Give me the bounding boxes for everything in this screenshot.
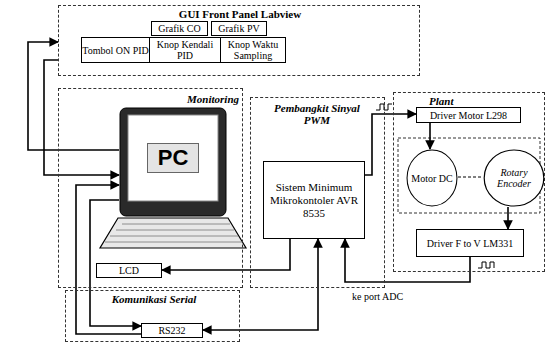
node-label: Knop Kendali PID <box>150 39 220 61</box>
f-to-v-driver-box: Driver F to V LM331 <box>416 229 524 257</box>
node-label: Motor DC <box>411 173 452 184</box>
node-label: Grafik PV <box>218 23 259 34</box>
laptop-keyboard <box>105 224 242 242</box>
node-label: RS232 <box>158 325 185 336</box>
group-title: Komunikasi Serial <box>104 293 204 305</box>
signal-arrow <box>203 239 318 330</box>
coupling-line <box>458 177 483 178</box>
node-label: Knop Waktu Sampling <box>221 39 285 61</box>
signal-arrow <box>429 123 431 149</box>
node-label: Driver F to V LM331 <box>427 238 513 249</box>
motor-driver-box: Driver Motor L298 <box>416 107 521 123</box>
node-label: Tombol ON PID <box>82 45 149 56</box>
node-label: Grafik CO <box>158 23 201 34</box>
signal-arrow <box>162 239 290 270</box>
signal-note: ke port ADC <box>351 291 404 302</box>
node-label: LCD <box>119 265 139 276</box>
laptop-base <box>100 218 246 248</box>
plant-group: PlantDriver Motor L298Motor DC Rotary Enc… <box>393 92 545 272</box>
control-knob: Knop Waktu Sampling <box>220 37 286 63</box>
pwm-group: Pembangkit Sinyal PWM Sistem Minimum Mikr… <box>250 97 385 288</box>
chart-box: Grafik CO <box>151 21 208 36</box>
microcontroller-box: Sistem Minimum Mikrokontoler AVR 8535 <box>263 161 365 239</box>
signal-arrow <box>365 114 416 175</box>
group-title: Monitoring <box>159 93 239 105</box>
group-title: Pembangkit Sinyal PWM <box>271 102 363 126</box>
lcd-box: LCD <box>96 263 162 278</box>
node-label: PC <box>147 143 200 173</box>
group-title: GUI Front Panel Labview <box>59 8 421 20</box>
node-label: Driver Motor L298 <box>430 110 507 121</box>
motor-ellipse: Motor DC <box>406 149 458 207</box>
rs232-box: RS232 <box>141 323 203 338</box>
panel-group: GUI Front Panel LabviewGrafik CO Grafik P… <box>58 5 420 76</box>
chart-box: Grafik PV <box>211 21 267 36</box>
node-label: Rotary Encoder <box>483 167 545 189</box>
group-title: Plant <box>429 95 489 107</box>
signal-arrow <box>507 207 509 229</box>
control-button: Tombol ON PID <box>81 37 150 63</box>
signal-arrow <box>44 60 119 175</box>
laptop-screen: PC <box>119 107 227 217</box>
node-label: Sistem Minimum Mikrokontoler AVR 8535 <box>264 181 364 220</box>
encoder-ellipse: Rotary Encoder <box>483 149 545 207</box>
serial-group: Komunikasi SerialRS232 <box>65 290 240 342</box>
control-knob: Knop Kendali PID <box>149 37 221 63</box>
pwm-wave-symbol <box>376 104 392 110</box>
monitoring-group: MonitoringPC LCD <box>58 88 243 288</box>
pulse-wave-symbol <box>478 262 494 268</box>
